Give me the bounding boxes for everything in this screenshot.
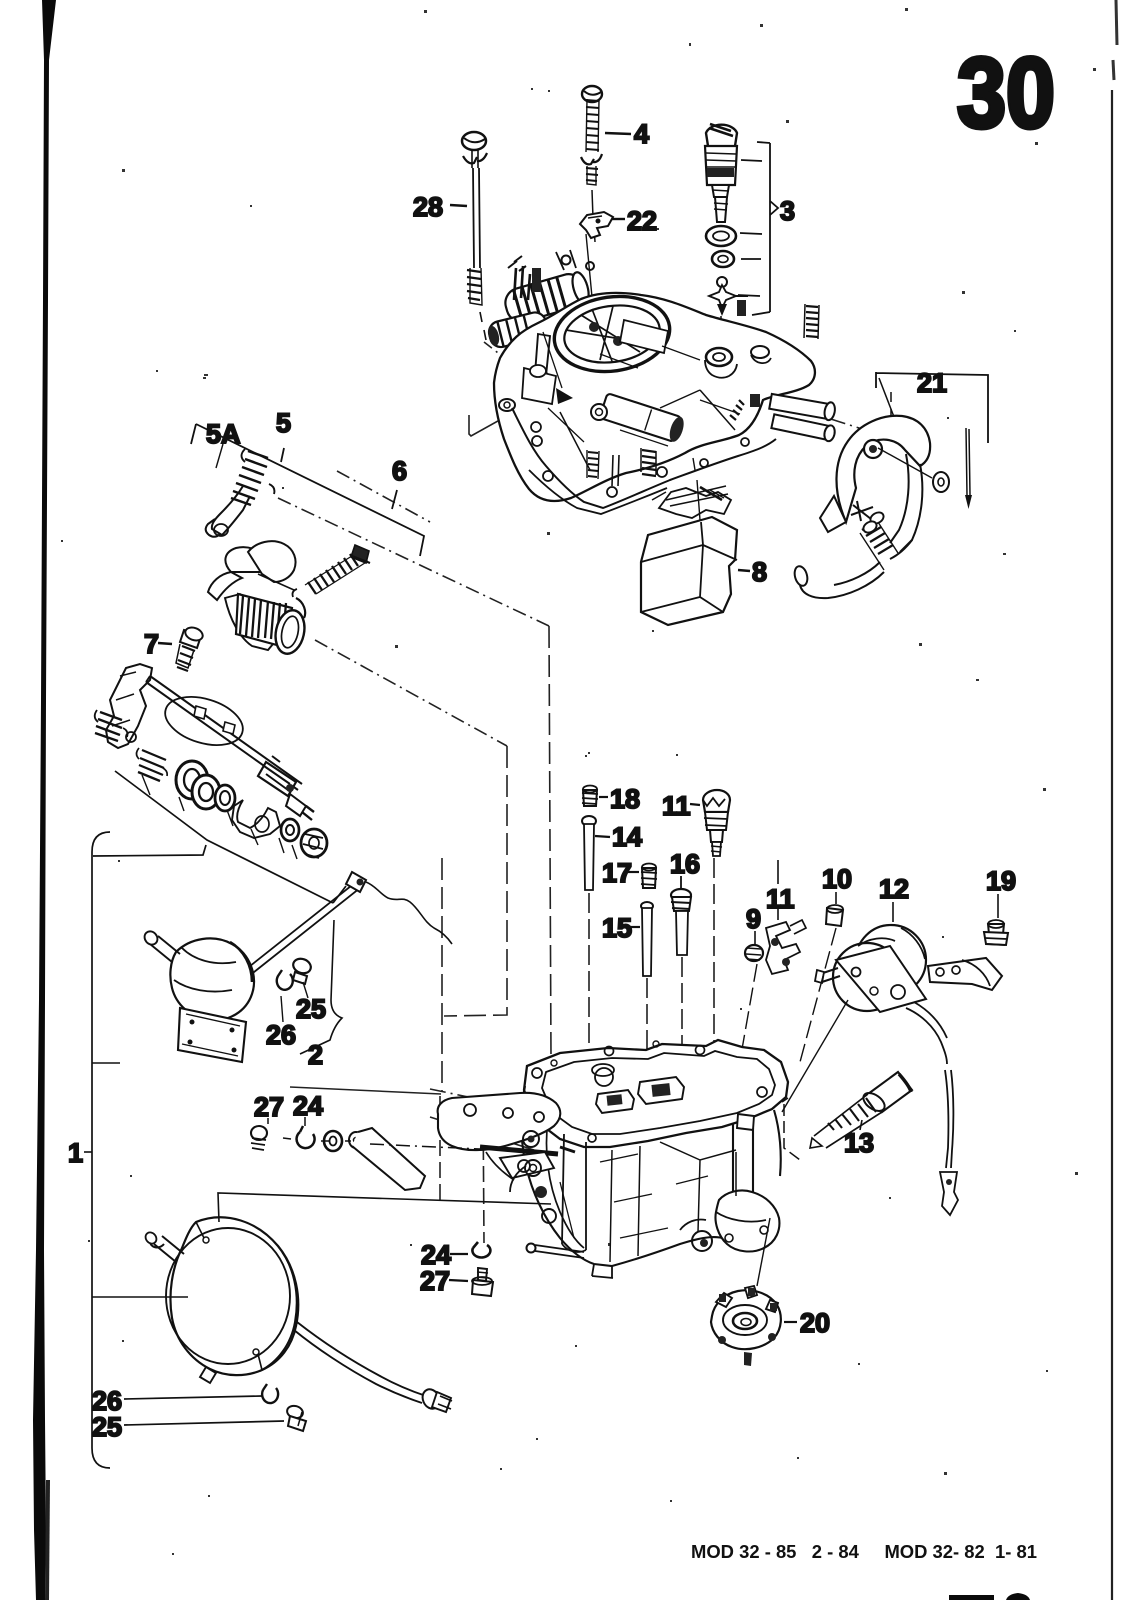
svg-text:16: 16 — [670, 849, 700, 879]
svg-text:12: 12 — [879, 874, 909, 904]
svg-text:21: 21 — [917, 368, 947, 398]
svg-text:2: 2 — [308, 1040, 323, 1070]
svg-text:30: 30 — [957, 37, 1055, 148]
svg-text:5: 5 — [276, 408, 291, 438]
svg-text:18: 18 — [610, 784, 640, 814]
svg-text:10: 10 — [822, 864, 852, 894]
svg-text:9: 9 — [746, 904, 761, 934]
svg-text:17: 17 — [602, 858, 632, 888]
svg-text:24: 24 — [421, 1240, 451, 1270]
svg-text:24: 24 — [293, 1091, 323, 1121]
svg-text:5A: 5A — [206, 419, 241, 449]
svg-text:28: 28 — [413, 192, 443, 222]
svg-text:8: 8 — [752, 557, 767, 587]
svg-text:7: 7 — [144, 629, 159, 659]
svg-text:11: 11 — [662, 791, 691, 821]
svg-text:22: 22 — [627, 206, 657, 236]
svg-text:15: 15 — [602, 913, 632, 943]
svg-text:11: 11 — [766, 884, 795, 914]
svg-text:27: 27 — [254, 1092, 284, 1122]
svg-text:4: 4 — [634, 119, 649, 149]
svg-text:6: 6 — [392, 456, 407, 486]
svg-text:19: 19 — [986, 866, 1016, 896]
svg-text:13: 13 — [844, 1128, 874, 1158]
svg-text:26: 26 — [92, 1386, 122, 1416]
svg-text:MOD 32 - 85 2 - 84 MOD 3: MOD 32 - 85 2 - 84 MOD 32- 82 1- 81 — [691, 1542, 1037, 1562]
svg-text:14: 14 — [612, 822, 642, 852]
svg-text:26: 26 — [266, 1020, 296, 1050]
svg-text:1: 1 — [68, 1138, 83, 1168]
svg-text:20: 20 — [800, 1308, 830, 1338]
svg-text:3: 3 — [780, 196, 795, 226]
svg-text:25: 25 — [92, 1412, 122, 1442]
svg-text:27: 27 — [420, 1266, 450, 1296]
svg-text:25: 25 — [296, 994, 326, 1024]
